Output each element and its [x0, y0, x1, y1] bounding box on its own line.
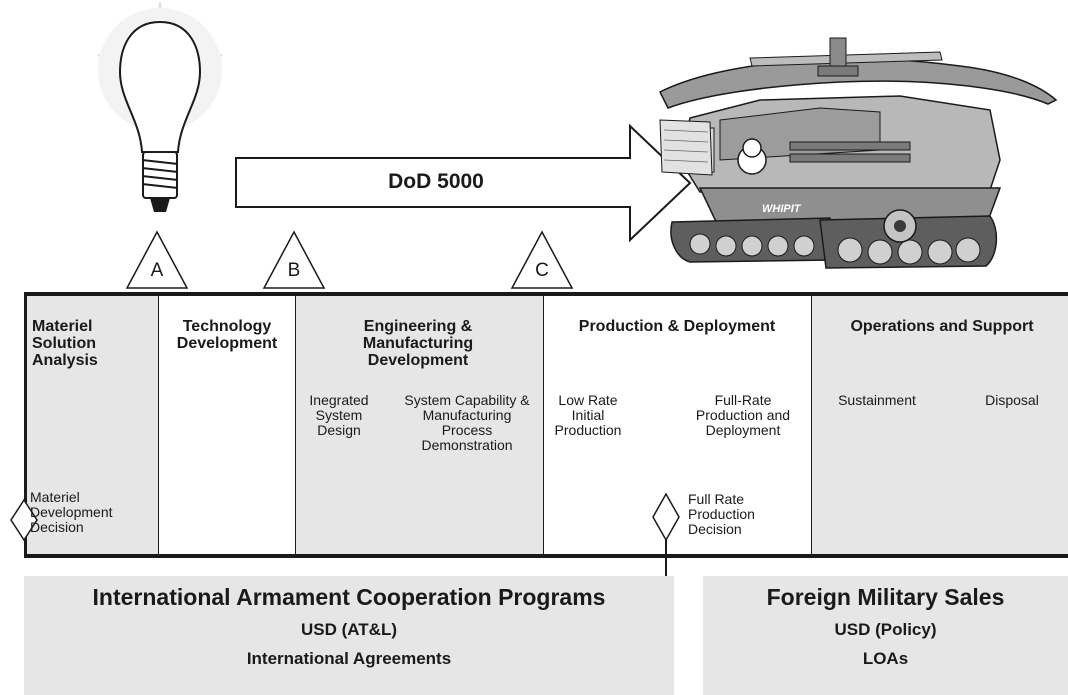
phase-pd-bg: [543, 296, 811, 554]
iacp-box: International Armament Cooperation Progr…: [24, 576, 674, 695]
dod-arrow-shape: [235, 123, 692, 243]
subphase-frpd: Full-Rate Production and Deployment: [695, 392, 791, 438]
lightbulb-icon: [97, 1, 223, 212]
subphase-scmpd: System Capability & Manufacturing Proces…: [404, 392, 530, 453]
mdd-label: Materiel Development Decision: [30, 489, 113, 535]
fms-instrument: LOAs: [862, 649, 909, 668]
phase-msa-bg: [27, 296, 158, 554]
phase-band: [24, 292, 1068, 558]
milestone-a-triangle: [125, 230, 189, 289]
phase-os-title: Operations and Support: [850, 318, 1034, 335]
phase-pd-title: Production & Deployment: [578, 318, 776, 335]
iacp-authority: USD (AT&L): [301, 620, 397, 639]
helicopter-tank-icon: WHIPIT: [658, 37, 1058, 269]
phase-emd-title: Engineering & Manufacturing Development: [362, 318, 474, 369]
divider: [543, 296, 544, 554]
fms-title: Foreign Military Sales: [766, 584, 1005, 610]
frpd-label: Full Rate Production Decision: [688, 491, 755, 537]
top-illustration: WHIPIT: [97, 1, 1058, 289]
milestone-b-label: B: [287, 260, 301, 281]
subphase-isd: Inegrated System Design: [309, 392, 369, 438]
milestone-c-triangle: [510, 230, 574, 289]
phase-msa-title: Materiel Solution Analysis: [32, 318, 98, 369]
iacp-title: International Armament Cooperation Progr…: [92, 584, 606, 610]
subphase-sustainment: Sustainment: [838, 392, 916, 408]
milestone-b-triangle: [262, 230, 326, 289]
milestone-a-label: A: [150, 260, 164, 281]
divider: [158, 296, 159, 554]
phase-emd-bg: [295, 296, 543, 554]
divider: [295, 296, 296, 554]
vehicle-label: WHIPIT: [762, 203, 802, 215]
frp-diamond: [652, 492, 680, 542]
divider: [811, 296, 812, 554]
mdd-diamond: [10, 498, 38, 542]
iacp-instrument: International Agreements: [246, 649, 452, 668]
phase-os-bg: [811, 296, 1068, 554]
dod-arrow-label: DoD 5000: [388, 170, 484, 193]
phase-td-title: Technology Development: [176, 318, 278, 352]
phase-td-bg: [158, 296, 295, 554]
subphase-lrip: Low Rate Initial Production: [554, 392, 622, 438]
fms-authority: USD (Policy): [834, 620, 937, 639]
subphase-disposal: Disposal: [985, 392, 1039, 408]
milestone-c-label: C: [535, 260, 549, 281]
fms-box: Foreign Military Sales USD (Policy) LOAs: [703, 576, 1068, 695]
